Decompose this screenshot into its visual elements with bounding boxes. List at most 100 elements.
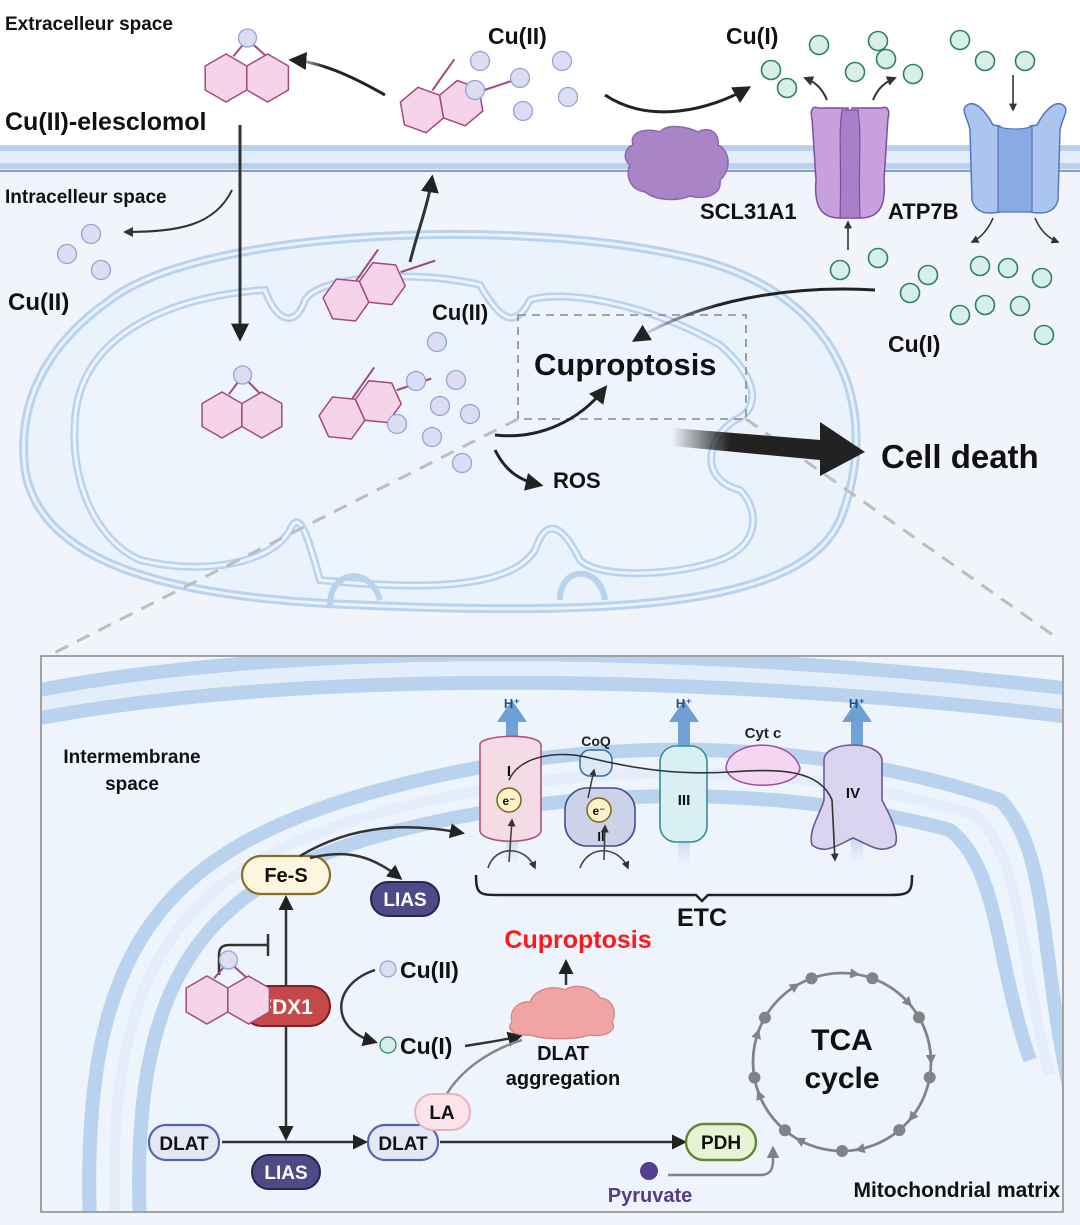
- cu2-ion: [405, 370, 427, 392]
- pdh-node: PDH: [684, 1122, 758, 1162]
- elesclomol-detail-bound: [185, 950, 271, 1025]
- fdx1-arrows: [217, 823, 687, 1150]
- cu1-ion: [1014, 50, 1036, 72]
- dlat-node-left: DLAT: [147, 1123, 221, 1162]
- elesclomol-detail: [185, 950, 271, 1025]
- membrane-protein-blob: [624, 125, 729, 201]
- electron-label-i: e⁻: [502, 794, 515, 808]
- zoom-guide-right: [745, 417, 1061, 642]
- substrate-arrow-ii: [579, 850, 630, 870]
- zoom-region-box: [517, 314, 747, 420]
- ros-label: ROS: [553, 468, 601, 493]
- cu2-ion: [386, 413, 408, 435]
- la-node: LA: [414, 1093, 471, 1131]
- cu1-ion: [997, 257, 1019, 279]
- proton-label-3: H⁺: [849, 696, 865, 711]
- pyruvate-dot: [640, 1162, 658, 1180]
- complex-iii-label: III: [678, 792, 691, 809]
- complex-iv-label: IV: [846, 785, 860, 802]
- tca-intermediate: [748, 1071, 761, 1084]
- cu1-ion: [829, 259, 851, 281]
- cu2-ion: [557, 86, 579, 108]
- tca-intermediate: [758, 1011, 771, 1024]
- cu2-detail-label: Cu(II): [400, 957, 459, 983]
- cuproptosis-top-label: Cuproptosis: [534, 347, 717, 382]
- intracellular-label: Intracelleur space: [5, 187, 167, 208]
- mitochondrion: [19, 229, 861, 614]
- cu2-ion: [509, 67, 531, 89]
- tca-intermediate: [866, 972, 879, 985]
- arrow-to-ros: [493, 449, 544, 491]
- bound-cu2-ion: [232, 365, 253, 385]
- tca-arrowhead: [854, 1143, 866, 1154]
- cu1-ion: [899, 282, 921, 304]
- cu2-ion: [80, 223, 102, 245]
- arrow-mito-to-membrane: [408, 174, 439, 263]
- elesclomol-mito-bound: [201, 365, 283, 439]
- intermembrane-label-line2: space: [105, 774, 159, 795]
- tca-intermediate: [923, 1071, 936, 1084]
- cu1-ion: [917, 264, 939, 286]
- atp7b-transporter: [963, 103, 1067, 214]
- tca-label-line1: TCA: [811, 1024, 873, 1057]
- arrow-fes-to-etc: [299, 823, 465, 858]
- complex-label: Cu(II)-elesclomol: [5, 108, 206, 136]
- fes-label: Fe-S: [264, 865, 307, 887]
- cu2-ion: [512, 100, 534, 122]
- cu2-mito-label: Cu(II): [432, 300, 488, 325]
- dlat-aggregation-line1: DLAT: [537, 1043, 589, 1065]
- complex-ii-label: II: [597, 829, 604, 844]
- cu1-ion: [867, 247, 889, 269]
- substrate-arrows: [487, 818, 630, 870]
- tca-label-line2: cycle: [804, 1062, 879, 1095]
- dlat-label-left: DLAT: [159, 1134, 209, 1155]
- electron-label-ii: e⁻: [592, 804, 605, 818]
- arrow-la-to-aggregation: [443, 1038, 523, 1098]
- elesclomol-free-mito-top: [322, 248, 436, 322]
- complex-iii: III: [659, 745, 708, 843]
- arrow-cu1-to-aggregation: [464, 1031, 523, 1048]
- dlat-aggregate-blob: [509, 985, 615, 1040]
- cu1-ion: [844, 61, 866, 83]
- cu1-ion: [949, 29, 971, 51]
- cu2-top-label: Cu(II): [488, 23, 547, 49]
- zoom-guide-left: [49, 417, 519, 657]
- pdh-label: PDH: [701, 1133, 741, 1154]
- coq-label: CoQ: [581, 733, 611, 749]
- cu2-ion: [426, 331, 448, 353]
- extracellular-label: Extracelleur space: [5, 14, 173, 35]
- electron-i: [496, 787, 522, 813]
- cu1-ion: [974, 294, 996, 316]
- bound-cu2-ion: [237, 28, 258, 48]
- tca-arrowhead: [756, 1089, 766, 1101]
- coq: CoQ: [579, 733, 613, 777]
- arrow-cu1-to-cuproptosis: [631, 287, 876, 342]
- cu2-left-label: Cu(II): [8, 289, 69, 316]
- atp7b-label: ATP7B: [888, 199, 959, 224]
- detail-panel: [40, 655, 1064, 1213]
- cu2-ion: [90, 259, 112, 281]
- electron-arrow-i: [507, 818, 516, 863]
- etc-label: ETC: [677, 904, 727, 932]
- cu2-ion: [551, 50, 573, 72]
- cu2-ion: [459, 403, 481, 425]
- lias-node-bottom: LIAS: [251, 1154, 321, 1190]
- arrow-scl-out-left: [803, 76, 828, 101]
- arrow-cu2-reduction: [340, 968, 378, 1047]
- la-label: LA: [429, 1103, 455, 1124]
- arrow-scl-out-right: [872, 76, 897, 101]
- tca-arrowhead: [788, 983, 800, 993]
- cu2-ion: [451, 452, 473, 474]
- cu2-ion: [464, 79, 486, 101]
- fdx1-label: FDX1: [259, 996, 313, 1019]
- cytc-label: Cyt c: [745, 725, 782, 742]
- cytochrome-c: Cyt c: [725, 725, 801, 786]
- plasma-membrane: [0, 145, 1080, 172]
- cu1-ion: [808, 34, 830, 56]
- arrow-cu2-to-cu1: [604, 86, 752, 114]
- bound-cu2-ion: [218, 950, 239, 970]
- arrow-ii-to-coq: [587, 768, 597, 799]
- tca-arrowhead: [794, 1137, 807, 1147]
- inhibition-line: [217, 943, 268, 975]
- dlat-node-right: DLAT: [366, 1123, 440, 1162]
